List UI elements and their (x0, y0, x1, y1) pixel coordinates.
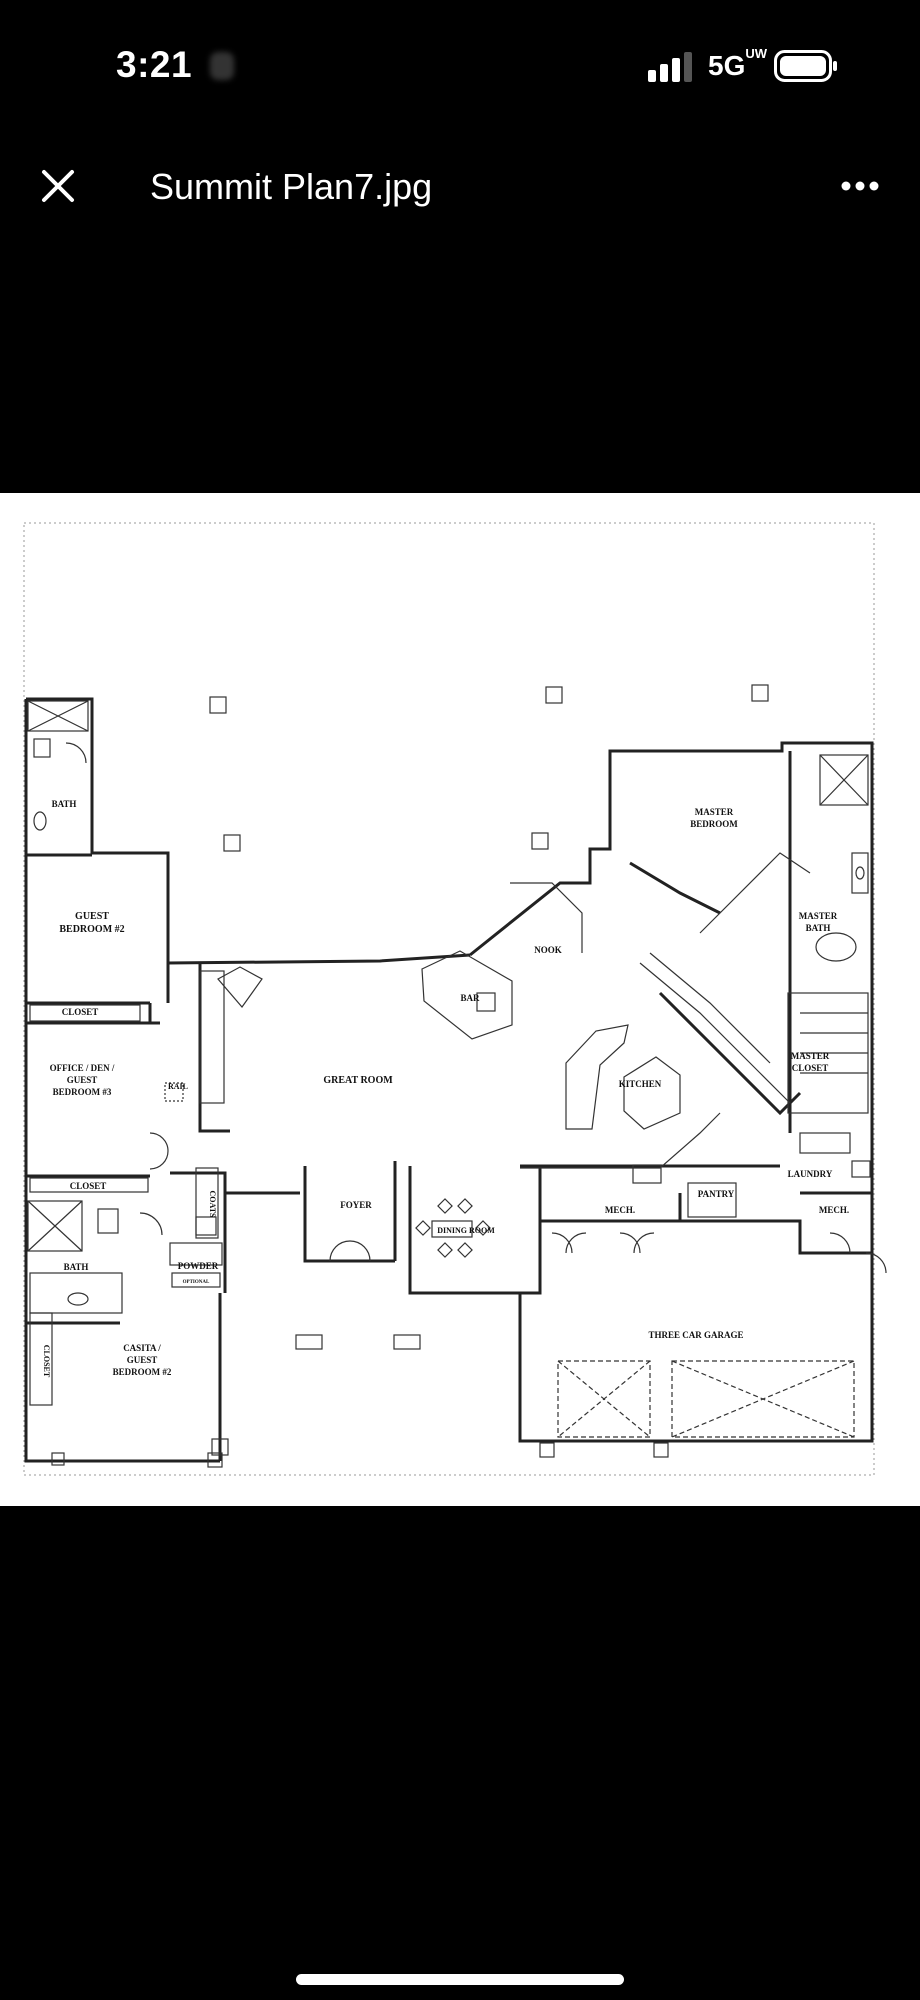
label-great-room: GREAT ROOM (323, 1075, 393, 1086)
label-closet-vertical: CLOSET (42, 1345, 51, 1378)
label-optional: OPTIONAL (183, 1280, 210, 1285)
network-type: 5GUW (708, 46, 768, 81)
viewer-toolbar: Summit Plan7.jpg (0, 140, 920, 240)
label-rail: RAIL (168, 1082, 188, 1091)
label-laundry: LAUNDRY (788, 1169, 833, 1179)
label-foyer: FOYER (340, 1200, 372, 1210)
label-master-closet-line1: MASTER (791, 1051, 830, 1061)
room-labels: BATH GUEST BEDROOM #2 CLOSET OFFICE / DE… (42, 799, 849, 1378)
label-pantry: PANTRY (698, 1189, 735, 1199)
label-garage: THREE CAR GARAGE (648, 1330, 743, 1340)
label-closet-2: CLOSET (70, 1181, 107, 1191)
more-horizontal-icon[interactable] (836, 162, 892, 210)
label-kitchen: KITCHEN (619, 1079, 662, 1089)
signal-bars-icon (648, 52, 692, 82)
label-casita-line1: CASITA / (123, 1343, 161, 1353)
drawing-border (23, 522, 875, 1476)
label-master-bath-line1: MASTER (799, 911, 838, 921)
label-master-bedroom-line1: MASTER (695, 807, 734, 817)
close-icon[interactable] (36, 164, 80, 208)
label-master-closet-line2: CLOSET (792, 1063, 829, 1073)
plan-details (27, 684, 887, 1468)
label-dining-room: DINING ROOM (437, 1226, 495, 1235)
status-bar: 3:21 5GUW (0, 0, 920, 130)
home-indicator[interactable] (296, 1974, 624, 1985)
label-office-line3: BEDROOM #3 (53, 1087, 112, 1097)
label-mech-1: MECH. (605, 1205, 635, 1215)
label-guest-bedroom-2-line2: BEDROOM #2 (59, 924, 124, 935)
label-bar: BAR (460, 993, 480, 1003)
label-nook: NOOK (534, 945, 562, 955)
battery-icon (774, 50, 837, 82)
label-bath-bottom: BATH (64, 1262, 89, 1272)
label-office-line2: GUEST (67, 1075, 98, 1085)
label-bath-top: BATH (52, 799, 77, 809)
label-powder: POWDER (178, 1261, 219, 1271)
label-guest-bedroom-2-line1: GUEST (75, 911, 109, 922)
label-master-bedroom-line2: BEDROOM (690, 819, 738, 829)
label-master-bath-line2: BATH (806, 923, 831, 933)
label-coats: COATS (208, 1191, 217, 1219)
label-office-line1: OFFICE / DEN / (50, 1063, 115, 1073)
file-name-title: Summit Plan7.jpg (150, 166, 433, 207)
notification-blur (210, 52, 234, 80)
label-casita-line2: GUEST (127, 1355, 158, 1365)
plan-walls (24, 697, 874, 1463)
label-closet-1: CLOSET (62, 1007, 99, 1017)
status-time: 3:21 (116, 44, 193, 85)
label-mech-2: MECH. (819, 1205, 849, 1215)
floor-plan-image[interactable]: BATH GUEST BEDROOM #2 CLOSET OFFICE / DE… (0, 493, 920, 1506)
label-casita-line3: BEDROOM #2 (113, 1367, 172, 1377)
